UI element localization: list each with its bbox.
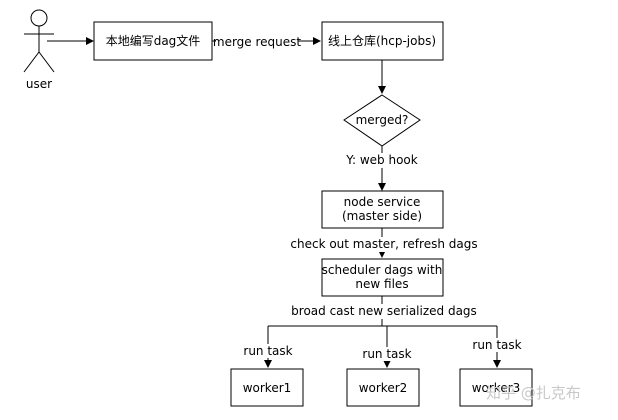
- edge-run-task-2-label: run task: [362, 347, 411, 361]
- edge-merge-request-label-bg: [216, 34, 298, 49]
- user-right-leg: [38, 51, 55, 73]
- node-scheduler-line2: new files: [355, 277, 408, 291]
- edge-check-out-label-bg: [298, 237, 470, 252]
- node-node-service-line2: (master side): [342, 209, 422, 223]
- user-actor: user: [23, 9, 55, 91]
- user-head-icon: [30, 9, 48, 27]
- edge-merge-request-label: merge request: [213, 35, 302, 49]
- node-scheduler-line1: scheduler dags with: [322, 263, 443, 277]
- edge-broadcast-label: broad cast new serialized dags: [291, 304, 477, 318]
- node-worker1: worker1: [230, 368, 304, 407]
- edge-run-task-1-label-bg: [244, 344, 292, 358]
- edge-run-task-3-label-bg: [473, 338, 521, 352]
- edge-run-task-1-label: run task: [243, 344, 292, 358]
- node-worker3-label: worker3: [472, 381, 521, 395]
- edge-check-out-label: check out master, refresh dags: [290, 237, 477, 251]
- node-local-edit-label: 本地编写dag文件: [106, 33, 201, 48]
- node-worker2: worker2: [346, 368, 420, 407]
- edge-run-task-2-label-bg: [363, 347, 411, 361]
- node-worker2-label: worker2: [359, 381, 408, 395]
- edge-web-hook-label-bg: [342, 153, 422, 168]
- node-worker3: worker3: [459, 368, 533, 407]
- node-local-edit: 本地编写dag文件: [93, 21, 213, 61]
- node-worker1-label: worker1: [243, 381, 292, 395]
- node-remote-repo-label: 线上仓库(hcp-jobs): [328, 33, 436, 48]
- edge-web-hook-label: Y: web hook: [345, 153, 418, 167]
- node-node-service: node service (master side): [321, 190, 444, 229]
- edge-run-task-3-label: run task: [472, 338, 521, 352]
- watermark: 知乎 @扎克布: [486, 384, 581, 402]
- user-left-leg: [23, 51, 40, 73]
- edge-broadcast-label-bg: [298, 304, 470, 319]
- user-label: user: [26, 77, 52, 91]
- node-scheduler: scheduler dags with new files: [321, 258, 444, 297]
- node-remote-repo: 线上仓库(hcp-jobs): [321, 21, 444, 61]
- node-node-service-line1: node service: [344, 195, 421, 209]
- node-merged-decision-label: merged?: [356, 113, 409, 127]
- node-merged-decision: merged?: [343, 94, 421, 147]
